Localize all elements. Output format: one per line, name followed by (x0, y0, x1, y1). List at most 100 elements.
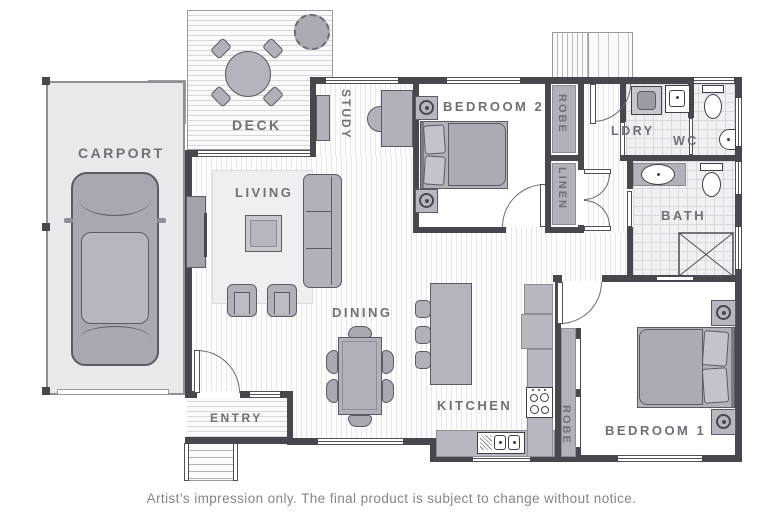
tap-icon (499, 441, 502, 444)
armchair (267, 284, 297, 317)
knob (538, 389, 540, 391)
room-label-bath: BATH (661, 208, 707, 223)
dining-table-inner (342, 341, 377, 410)
tap-icon (727, 138, 730, 141)
wc-door-leaf (689, 118, 693, 155)
dining-chair (382, 379, 394, 403)
dining-chair (326, 350, 338, 374)
window (250, 391, 280, 398)
wall (185, 150, 192, 397)
pillow (423, 124, 446, 155)
study-desk (381, 90, 413, 147)
pantry (521, 314, 553, 349)
room-label-linen: LINEN (556, 167, 568, 210)
back-door-leaf (590, 84, 596, 124)
laundry-door-leaf (620, 122, 625, 156)
drainer (480, 435, 492, 450)
entry-floor (187, 397, 287, 437)
rear-stairs (552, 32, 589, 78)
sink-basin (508, 435, 520, 450)
wall (627, 161, 633, 189)
wall (575, 328, 581, 457)
stool (415, 351, 431, 369)
wall (545, 77, 551, 233)
window (618, 455, 702, 462)
dining-chair (326, 379, 338, 403)
wall (553, 275, 562, 282)
window (694, 77, 734, 84)
coffee-table-inner (250, 220, 277, 247)
bedroom1-door-leaf (557, 282, 563, 324)
wall (688, 84, 694, 118)
knob (544, 389, 546, 391)
room-label-dining: DINING (332, 305, 393, 320)
knob (532, 389, 534, 391)
carport-beam (57, 389, 169, 395)
car-hood-line (79, 182, 151, 216)
headboard (731, 328, 734, 407)
shower-screen (657, 277, 693, 280)
carport-post (42, 77, 50, 85)
wall (545, 227, 584, 233)
room-label-bedroom1: BEDROOM 1 (605, 423, 707, 438)
burner (530, 394, 538, 402)
linen-door-leaf (584, 226, 611, 231)
tv-unit (186, 196, 206, 268)
toilet-wc (702, 85, 724, 93)
window (198, 150, 310, 157)
lamp-icon (716, 305, 731, 320)
entry-steps (186, 443, 238, 481)
plant-icon (294, 14, 330, 50)
wall (287, 393, 293, 445)
stool (415, 300, 431, 318)
robe-sliding-door (576, 396, 580, 448)
lamp-icon (419, 100, 434, 115)
sofa-cushion-line (306, 211, 332, 212)
burner (540, 393, 549, 402)
dining-table (338, 337, 382, 415)
headboard (421, 122, 424, 188)
robe-sliding-door (576, 338, 580, 390)
window (473, 455, 530, 462)
car-mirror (64, 218, 73, 223)
laundry-tub (665, 85, 690, 113)
study-shelf (316, 95, 330, 141)
room-label-robe1: ROBE (560, 405, 572, 445)
blanket (639, 329, 703, 405)
dining-chair (348, 415, 372, 427)
window (447, 77, 520, 84)
bath-basin (641, 164, 675, 185)
blanket (448, 123, 506, 186)
wall (620, 155, 742, 161)
washing-machine (631, 86, 662, 115)
disclaimer-caption: Artist’s impression only. The final prod… (146, 491, 637, 506)
wall (430, 438, 436, 462)
linen-shelf (552, 163, 576, 225)
wall (735, 77, 742, 462)
carport-post (42, 387, 50, 395)
carport-post (42, 223, 50, 231)
wall (627, 227, 633, 280)
wall (555, 281, 561, 457)
toilet-bath (700, 163, 723, 171)
toilet-bowl-wc (704, 94, 722, 119)
bath-door-leaf (627, 191, 632, 227)
tap-icon (657, 173, 660, 176)
stool (415, 326, 431, 344)
room-label-living: LIVING (235, 185, 294, 200)
wall (310, 77, 316, 156)
window (735, 227, 742, 269)
sink-basin (494, 435, 506, 450)
car (64, 172, 166, 366)
room-label-carport: CARPORT (78, 145, 165, 161)
lamp-icon (716, 414, 731, 429)
deck-table (225, 51, 271, 97)
wall (551, 155, 578, 161)
pillow (701, 330, 730, 367)
room-label-robe2: ROBE (556, 94, 568, 134)
tv-icon (204, 213, 207, 257)
room-label-ldry: LDRY (611, 124, 655, 138)
window (735, 98, 742, 146)
burner (530, 405, 539, 414)
wc-basin (719, 129, 736, 150)
